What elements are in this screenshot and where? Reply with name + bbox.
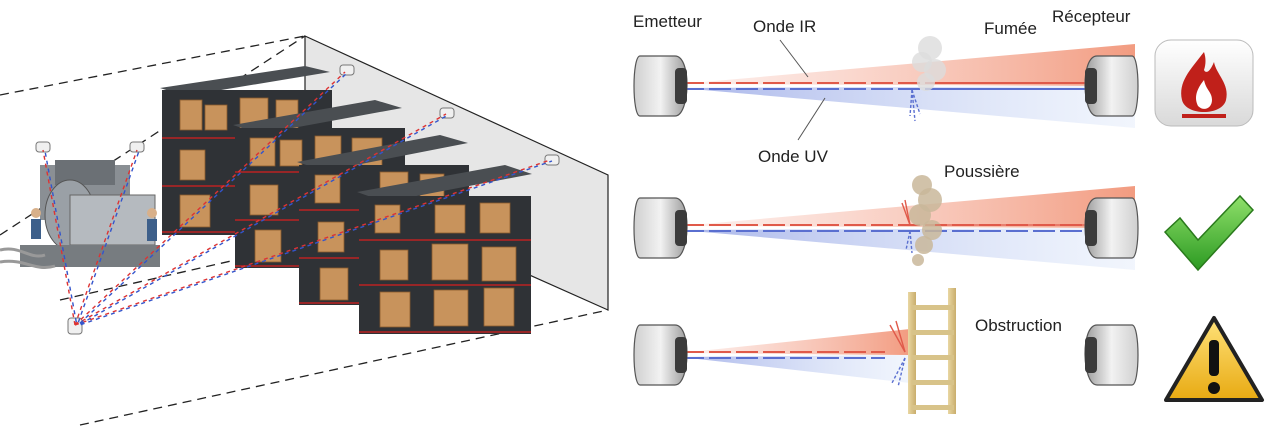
- dust-label: Poussière: [944, 162, 1020, 181]
- emitter-device: [633, 55, 688, 117]
- emitter-label: Emetteur: [633, 12, 702, 31]
- beam-row-3: [680, 288, 1264, 414]
- principle-diagram: [633, 36, 1264, 414]
- shelf-unit-4: [357, 165, 532, 334]
- smoke-plume: [912, 36, 946, 91]
- ir-beam: [680, 186, 1135, 228]
- uv-beam: [680, 228, 1135, 270]
- beam-row-2: [680, 175, 1255, 272]
- obstruction-label: Obstruction: [975, 316, 1062, 335]
- detection-beams: [42, 71, 553, 327]
- warning-icon: [1164, 316, 1264, 402]
- uv-beam: [680, 355, 910, 383]
- ir-wave-label: Onde IR: [753, 17, 817, 36]
- generator-machine: [0, 160, 160, 269]
- receiver-device: [1084, 197, 1139, 259]
- uv-wave-label: Onde UV: [758, 147, 828, 166]
- warehouse-scene: [0, 35, 609, 426]
- emitter-device: [633, 197, 688, 259]
- check-icon: [1163, 194, 1255, 272]
- beam-row-1: [680, 36, 1254, 141]
- flame-icon: [1154, 39, 1254, 127]
- smoke-label: Fumée: [984, 19, 1037, 38]
- worker-figure: [31, 208, 157, 241]
- emitter-device: [633, 324, 688, 386]
- ladder-obstruction: [908, 288, 956, 414]
- receiver-device: [1084, 324, 1139, 386]
- ir-beam: [680, 44, 1135, 86]
- ir-beam: [680, 329, 910, 355]
- uv-beam: [680, 86, 1135, 128]
- receiver-label: Récepteur: [1052, 7, 1131, 26]
- receiver-device: [1084, 55, 1139, 117]
